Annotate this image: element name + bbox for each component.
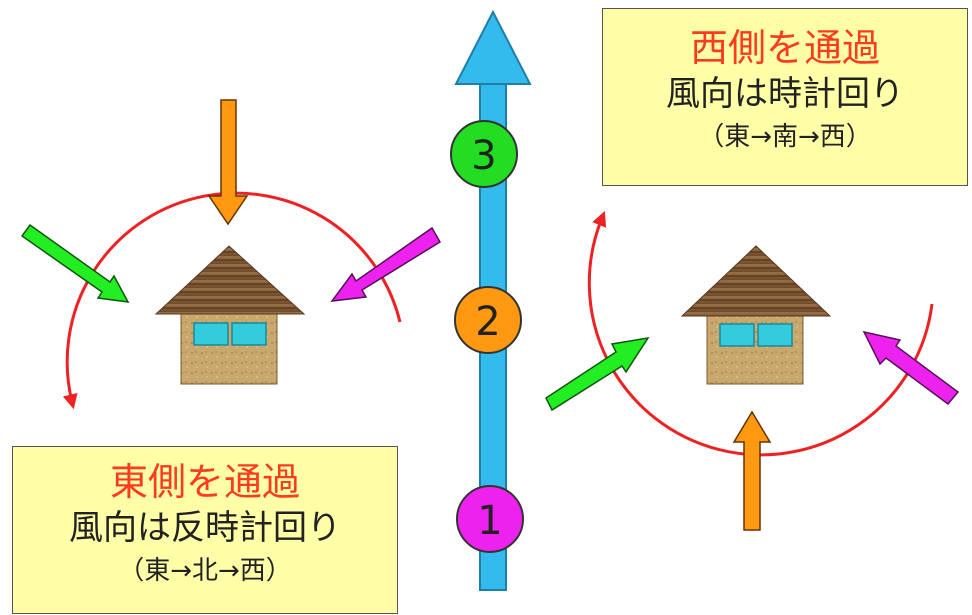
west-pass-description: 風向は時計回り — [666, 74, 904, 114]
node-label: 1 — [477, 498, 502, 544]
wind-arrow-west-icon — [20, 223, 130, 303]
wind-arrow-east-icon — [330, 226, 442, 302]
west-pass-sequence: （東→南→西） — [698, 122, 872, 152]
counterclockwise-arrow-icon — [62, 191, 402, 410]
wind-arrow-southeast-icon — [862, 330, 960, 406]
east-pass-description: 風向は反時計回り — [69, 508, 341, 548]
wind-arrow-south-icon — [732, 410, 772, 531]
right-scene — [545, 211, 960, 531]
node-label: 2 — [475, 299, 500, 345]
wind-arrow-southwest-icon — [545, 336, 650, 412]
left-scene — [20, 99, 442, 410]
track-node-2: 2 — [454, 286, 522, 354]
house-icon — [154, 245, 306, 385]
wind-arrow-north-icon — [207, 99, 249, 226]
west-pass-title: 西側を通過 — [689, 26, 880, 70]
track-node-3: 3 — [450, 120, 518, 188]
east-pass-info-box: 東側を通過 風向は反時計回り （東→北→西） — [12, 446, 398, 614]
house-icon — [680, 245, 832, 385]
east-pass-sequence: （東→北→西） — [118, 556, 292, 586]
track-node-1: 1 — [456, 485, 524, 553]
track-arrowhead-icon — [454, 9, 532, 85]
west-pass-info-box: 西側を通過 風向は時計回り （東→南→西） — [602, 8, 968, 186]
node-label: 3 — [471, 133, 496, 179]
east-pass-title: 東側を通過 — [109, 460, 300, 504]
clockwise-arrow-icon — [587, 211, 934, 457]
